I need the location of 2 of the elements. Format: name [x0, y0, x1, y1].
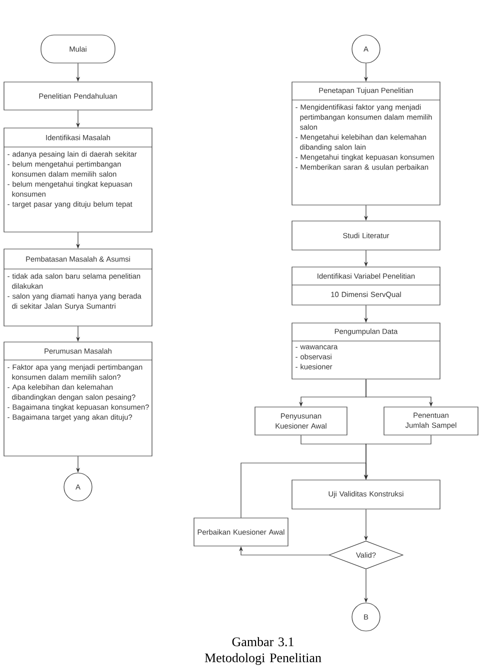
arrow	[240, 462, 368, 518]
figure-caption: Gambar 3.1 Metodologi Penelitian	[204, 637, 322, 665]
